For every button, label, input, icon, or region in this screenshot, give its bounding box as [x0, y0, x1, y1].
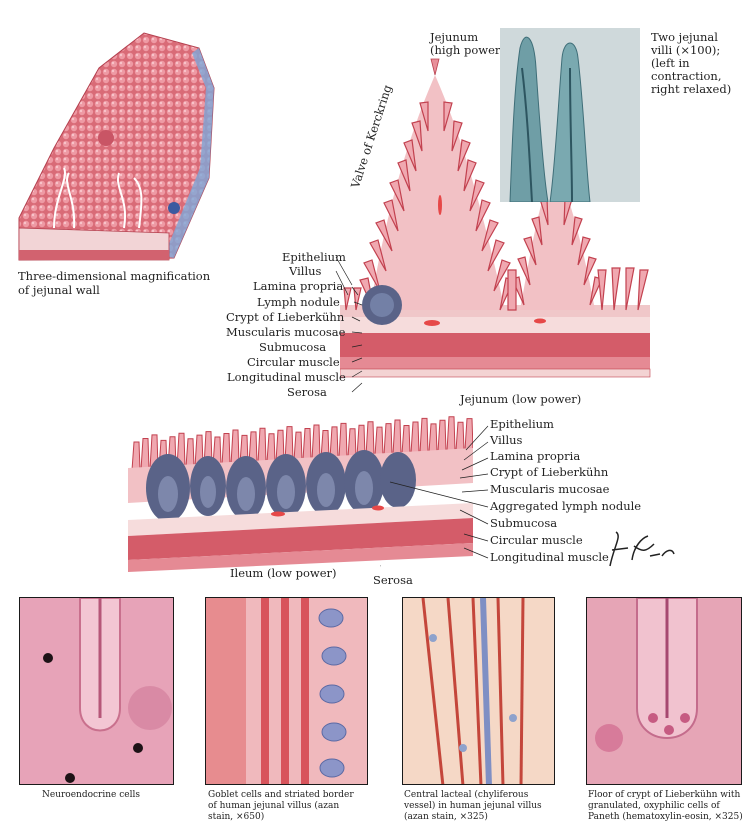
ileum-leader-lines — [380, 425, 489, 568]
micrograph-caption-line1: Two jejunal — [651, 30, 718, 44]
jejunum-label-serosa: Serosa — [287, 385, 327, 399]
ileum-label-longitudinal-muscle: Longitudinal muscle — [490, 550, 609, 564]
caption-lacteal-line2: vessel) in human jejunal villus — [404, 801, 542, 811]
ileum-label-epithelium: Epithelium — [490, 417, 554, 431]
ileum-label-submucosa: Submucosa — [490, 516, 558, 530]
jejunum-label-longitudinal-muscle: Longitudinal muscle — [227, 370, 346, 384]
ileum-villus — [347, 428, 357, 458]
caption-paneth-cells: Floor of crypt of Lieberkühn with granul… — [588, 790, 743, 823]
three-d-caption-line2: of jejunal wall — [18, 283, 100, 297]
panel-neuroendocrine — [19, 597, 174, 785]
jejunum-label-lamina-propria: Lamina propria — [253, 279, 344, 293]
ileum-villus — [302, 428, 312, 461]
ileum-villus — [140, 437, 150, 470]
ileum-villus — [338, 422, 348, 458]
caption-paneth-line1: Floor of crypt of Lieberkühn with — [588, 790, 741, 800]
ileum-label-villus: Villus — [490, 433, 523, 447]
caption-goblet-line3: stain, ×650) — [208, 812, 265, 822]
ileum-label-aggregated-lymph-nodule: Aggregated lymph nodule — [490, 499, 642, 513]
jejunum-section-illustration — [340, 58, 651, 378]
central-lacteal-micrograph — [403, 598, 554, 784]
jejunum-label-circular-muscle: Circular muscle — [247, 355, 340, 369]
jejunum-label-muscularis-mucosae: Muscularis mucosae — [226, 325, 346, 339]
ileum-low-power-label: Ileum (low power) — [230, 566, 337, 580]
jejunum-high-power-line1: Jejunum — [430, 30, 479, 44]
jejunum-label-villus: Villus — [289, 264, 322, 278]
jejunum-leader-lines — [335, 256, 363, 393]
ileum-label-lamina-propria: Lamina propria — [490, 449, 581, 463]
micrograph-caption-line3: (left in — [651, 56, 690, 70]
panel-paneth-cells — [586, 597, 742, 785]
ileum-villus — [257, 427, 267, 463]
caption-lacteal-line3: (azan stain, ×325) — [404, 812, 488, 822]
jejunum-label-crypt: Crypt of Lieberkühn — [226, 310, 345, 324]
ileum-label-circular-muscle: Circular muscle — [490, 533, 583, 547]
micrograph-caption-line4: contraction, — [651, 69, 722, 83]
micrograph-caption-line2: villi (×100); — [651, 43, 721, 57]
jejunum-label-submucosa: Submucosa — [259, 340, 327, 354]
panel-central-lacteal — [402, 597, 555, 785]
caption-paneth-line3: Paneth (hematoxylin-eosin, ×325) — [588, 812, 743, 822]
jejunal-villi-micrograph — [500, 28, 640, 202]
ileum-villus — [185, 438, 195, 468]
ileum-section-illustration — [128, 416, 473, 572]
ileum-villus — [131, 441, 141, 471]
panel-goblet-cells — [205, 597, 368, 785]
ileum-villus — [311, 424, 321, 460]
jejunum-low-power-label: Jejunum (low power) — [460, 392, 582, 406]
ileum-villus — [221, 433, 231, 465]
netter-signature — [609, 531, 675, 567]
micrograph-caption-line5: right relaxed) — [651, 82, 732, 96]
ileum-label-crypt: Crypt of Lieberkühn — [490, 465, 609, 479]
caption-lacteal-line1: Central lacteal (chyliferous — [404, 790, 529, 800]
ileum-villus — [293, 431, 303, 461]
ileum-serosa-label: Serosa — [373, 573, 413, 587]
caption-goblet-cells: Goblet cells and striated border of huma… — [208, 790, 354, 823]
jejunal-wall-3d-illustration — [18, 32, 215, 261]
neuroendocrine-micrograph — [20, 598, 173, 784]
jejunum-label-lymph-nodule: Lymph nodule — [257, 295, 340, 309]
caption-goblet-line2: of human jejunal villus (azan — [208, 801, 340, 811]
caption-paneth-line2: granulated, oxyphilic cells of — [588, 801, 720, 811]
jejunum-label-epithelium: Epithelium — [282, 250, 346, 264]
caption-neuroendocrine-line1: Neuroendocrine cells — [42, 790, 140, 800]
caption-goblet-line1: Goblet cells and striated border — [208, 790, 354, 800]
goblet-cells-micrograph — [206, 598, 367, 784]
ileum-label-muscularis-mucosae: Muscularis mucosae — [490, 482, 610, 496]
ileum-villus — [266, 433, 276, 463]
caption-central-lacteal: Central lacteal (chyliferous vessel) in … — [404, 790, 542, 823]
caption-neuroendocrine: Neuroendocrine cells — [42, 790, 140, 801]
three-d-caption-line1: Three-dimensional magnification — [18, 269, 211, 283]
jejunum-high-power-line2: (high power) — [430, 43, 505, 57]
paneth-cells-micrograph — [587, 598, 741, 784]
